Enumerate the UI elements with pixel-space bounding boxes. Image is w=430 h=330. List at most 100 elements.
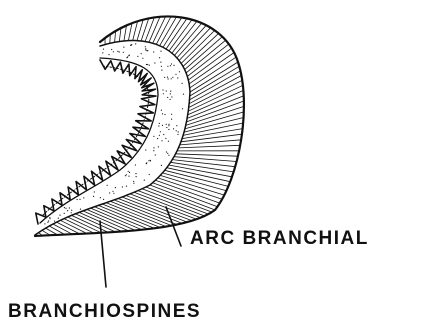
stipple-dot: [154, 62, 155, 63]
stipple-dot: [100, 197, 101, 198]
stipple-dot: [59, 215, 60, 216]
stipple-dot: [168, 141, 169, 142]
stipple-dot: [178, 131, 179, 132]
stipple-dot: [135, 164, 136, 165]
filament-line: [176, 154, 238, 156]
stipple-dot: [183, 94, 184, 95]
stipple-dot: [160, 51, 161, 52]
filament-line: [146, 187, 212, 212]
stipple-dot: [146, 162, 147, 163]
stipple-dot: [166, 90, 167, 91]
stipple-dot: [107, 185, 108, 186]
stipple-dot: [159, 123, 160, 124]
stipple-dot: [69, 207, 70, 208]
filament-line: [87, 210, 136, 231]
branchiospines-rakers: [36, 60, 156, 224]
stipple-dot: [171, 63, 172, 64]
stipple-dot: [130, 45, 131, 46]
stipple-dot: [145, 48, 146, 49]
stipple-dot: [175, 74, 176, 75]
stipple-dot: [71, 210, 72, 211]
stipple-dot: [161, 140, 162, 141]
stipple-dot: [163, 134, 164, 135]
stipple-dot: [125, 175, 126, 176]
filament-line: [110, 201, 172, 225]
stipple-dot: [58, 218, 59, 219]
stipple-dot: [148, 160, 149, 161]
stipple-dot: [146, 64, 147, 65]
filament-line: [134, 192, 201, 217]
stipple-dot: [83, 197, 84, 198]
stipple-dot: [172, 77, 173, 78]
stipple-dot: [93, 196, 94, 197]
stipple-dot: [137, 56, 138, 57]
stipple-dot: [141, 53, 142, 54]
stipple-dot: [144, 180, 145, 181]
stipple-dot: [136, 176, 137, 177]
filament-line: [49, 226, 65, 235]
stipple-dot: [153, 136, 154, 137]
stipple-dot: [127, 56, 128, 57]
stipple-dot: [67, 210, 68, 211]
stipple-dot: [123, 52, 124, 53]
filament-line: [160, 17, 177, 46]
stipple-dot: [80, 209, 81, 210]
stipple-dot: [170, 93, 171, 94]
stipple-dot: [79, 199, 80, 200]
stipple-dot: [162, 89, 163, 90]
stipple-dot: [168, 124, 169, 125]
filament-line: [106, 203, 166, 227]
arc-branchial-label: ARC BRANCHIAL: [190, 228, 369, 250]
filament-line: [128, 23, 132, 40]
stipple-dot: [102, 52, 103, 53]
stipple-dot: [171, 114, 172, 115]
stipple-dot: [94, 191, 95, 192]
filament-line: [133, 21, 138, 40]
stipple-dot: [161, 165, 162, 166]
stipple-dot: [133, 183, 134, 184]
stipple-dot: [167, 153, 168, 154]
filament-line: [150, 185, 215, 210]
stipple-dot: [177, 134, 178, 135]
filament-line: [145, 17, 154, 41]
filament-line: [163, 173, 227, 191]
filament-line: [119, 28, 121, 42]
stipple-dot: [167, 66, 168, 67]
stipple-dot: [171, 78, 172, 79]
stipple-dot: [160, 131, 161, 132]
stipple-dot: [54, 221, 55, 222]
gill-filament-striations: [39, 17, 244, 236]
stipple-dot: [131, 44, 132, 45]
stipple-dot: [170, 91, 171, 92]
stipple-dot: [117, 51, 118, 52]
stipple-dot: [135, 43, 136, 44]
stipple-dot: [182, 108, 183, 109]
stipple-dot: [153, 147, 154, 148]
stipple-dot: [111, 49, 112, 50]
stipple-dot: [155, 154, 156, 155]
stipple-dot: [150, 160, 151, 161]
stipple-dot: [171, 119, 172, 120]
stipple-dot: [128, 176, 129, 177]
stipple-dot: [171, 96, 172, 97]
stipple-dot: [113, 51, 114, 52]
stipple-dot: [119, 51, 120, 52]
stipple-dot: [162, 113, 163, 114]
stipple-dot: [173, 128, 174, 129]
stipple-dot: [168, 78, 169, 79]
stipple-dot: [173, 65, 174, 66]
filament-line: [185, 112, 244, 129]
stipple-dot: [153, 51, 154, 52]
stipple-dot: [158, 146, 159, 147]
stipple-dot: [160, 62, 161, 63]
stipple-dot: [44, 223, 45, 224]
stipple-dot: [65, 208, 66, 209]
stipple-dot: [126, 186, 127, 187]
stipple-dot: [166, 127, 167, 128]
filament-line: [142, 189, 208, 214]
stipple-dot: [113, 193, 114, 194]
filament-line: [179, 145, 241, 148]
stipple-dot: [48, 220, 49, 221]
stipple-dot: [47, 222, 48, 223]
